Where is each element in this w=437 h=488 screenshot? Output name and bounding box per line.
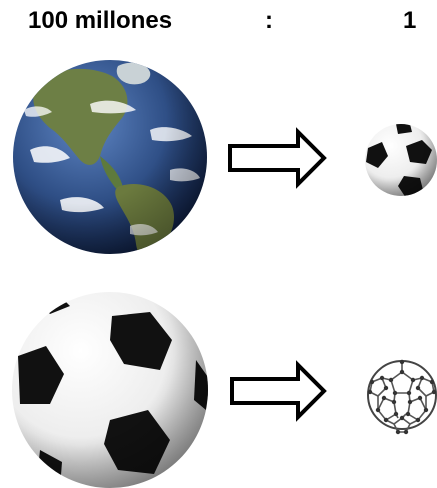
outline-arrow-right-icon: [230, 132, 324, 184]
fullerene-molecule: [368, 360, 436, 434]
soccer-ball-small: [365, 124, 437, 198]
outline-arrow-right-icon: [232, 365, 324, 417]
soccer-ball-large: [12, 292, 210, 488]
earth-globe: [13, 60, 207, 258]
